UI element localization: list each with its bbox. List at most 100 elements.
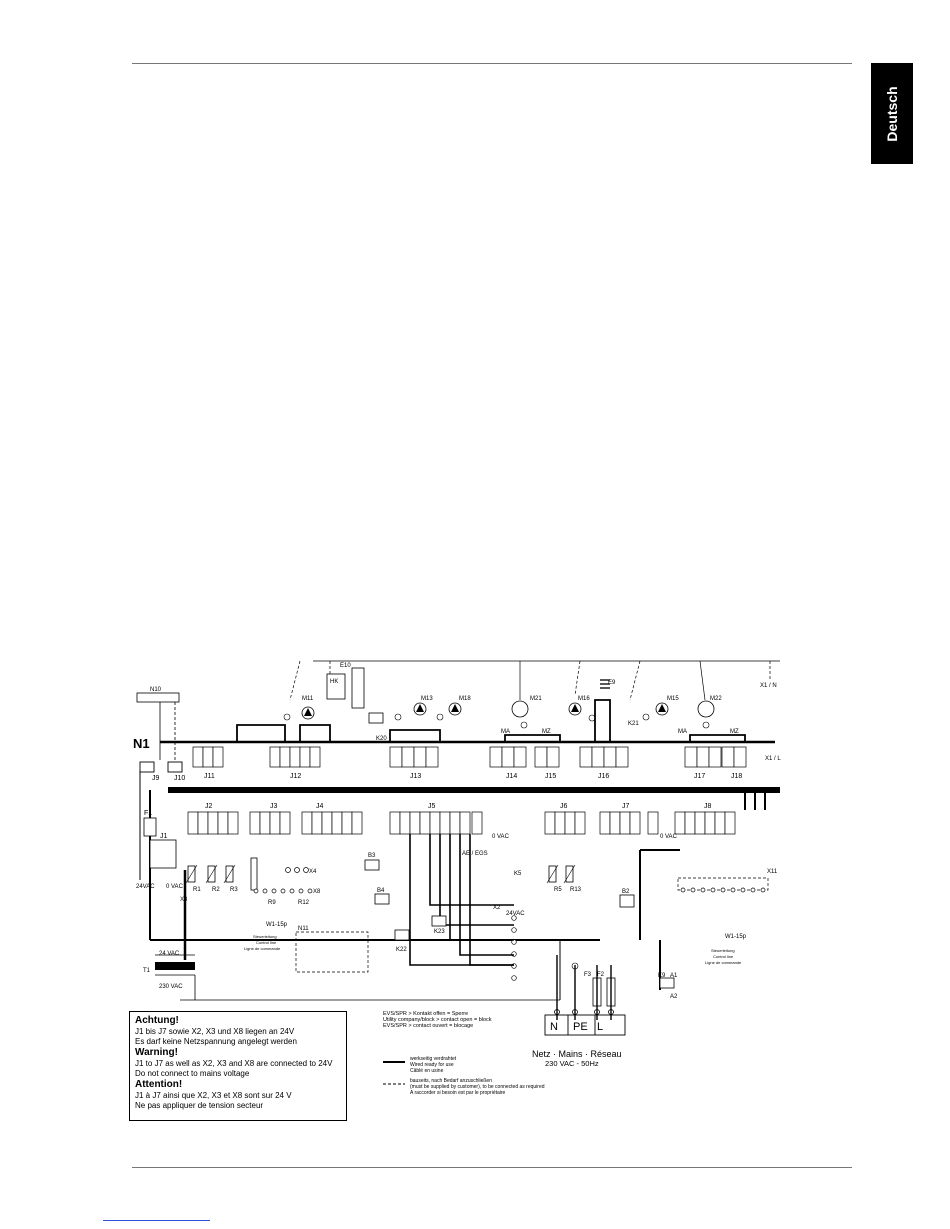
k20-label: K20 xyxy=(376,736,387,742)
v-24vac-3: 24VAC xyxy=(506,911,525,917)
j14-label: J14 xyxy=(506,773,517,780)
warning-en-line2: Do not connect to mains voltage xyxy=(135,1069,250,1078)
mz-label-1: MZ xyxy=(542,729,551,735)
f3-label: F3 xyxy=(584,972,592,978)
ae-egs-label: AE / EGS xyxy=(462,851,488,857)
m11-label: M11 xyxy=(302,696,314,702)
j18-label: J18 xyxy=(731,773,742,780)
legend-solid-2: Wired ready for use xyxy=(410,1062,454,1068)
j9-label: J9 xyxy=(152,775,160,782)
warning-box: Achtung! J1 bis J7 sowie X2, X3 und X8 l… xyxy=(129,1011,347,1121)
legend-dashed-2: (must be supplied by customer), to be co… xyxy=(410,1084,545,1090)
e9-label: E9 xyxy=(608,680,616,686)
evs-note-3: EVS/SPR > contact ouvert = blocage xyxy=(383,1023,473,1029)
m22-label: M22 xyxy=(710,696,722,702)
x1l-label: X1 / L xyxy=(765,756,781,762)
evs-note-2: Utility company/block > contact open = b… xyxy=(383,1017,492,1023)
r5-label: R5 xyxy=(554,887,562,893)
j2-label: J2 xyxy=(205,803,213,810)
mains-terminal-pe: PE xyxy=(573,1021,588,1033)
a1-label: A1 xyxy=(670,973,678,979)
r3-label: R3 xyxy=(230,887,238,893)
language-tab: Deutsch xyxy=(871,63,913,164)
r13-label: R13 xyxy=(570,887,582,893)
f2-label: F2 xyxy=(597,972,605,978)
b3-label: B3 xyxy=(368,853,376,859)
j16-label: J16 xyxy=(598,773,609,780)
warning-fr-heading: Attention! xyxy=(135,1079,183,1090)
w1-15p-left: W1-15p xyxy=(266,922,288,928)
warning-en-line1: J1 to J7 as well as X2, X3 and X8 are co… xyxy=(135,1059,333,1068)
r12-label: R12 xyxy=(298,900,310,906)
t1-label: T1 xyxy=(143,968,151,974)
j8-label: J8 xyxy=(704,803,712,810)
top-rule xyxy=(132,63,852,64)
warning-en-heading: Warning! xyxy=(135,1047,178,1058)
control-line-left-3: Ligne de commande xyxy=(244,946,281,951)
warning-de-heading: Achtung! xyxy=(135,1015,179,1026)
k9-label: K9 xyxy=(658,973,666,979)
evs-note-1: EVS/SPR > Kontakt offen = Sperre xyxy=(383,1011,468,1017)
control-line-right-3: Ligne de commande xyxy=(705,960,742,965)
x3-label: X3 xyxy=(180,897,188,903)
r1-label: R1 xyxy=(193,887,201,893)
m13-label: M13 xyxy=(421,696,433,702)
j3-label: J3 xyxy=(270,803,278,810)
j17-label: J17 xyxy=(694,773,705,780)
bottom-link-underline xyxy=(103,1220,210,1221)
a2-label: A2 xyxy=(670,994,678,1000)
j11-label: J11 xyxy=(204,773,215,780)
control-line-right-2: Control line xyxy=(713,954,734,959)
e10-label: E10 xyxy=(340,663,351,669)
x4-label: X4 xyxy=(309,869,317,875)
warning-de-line2: Es darf keine Netzspannung angelegt werd… xyxy=(135,1037,297,1046)
m18-label: M18 xyxy=(459,696,471,702)
w1-15p-right: W1-15p xyxy=(725,934,747,940)
j5-label: J5 xyxy=(428,803,436,810)
m16-label: M16 xyxy=(578,696,590,702)
x8-label: X8 xyxy=(313,889,321,895)
control-line-left-2: Control line xyxy=(256,940,277,945)
x1n-label: X1 / N xyxy=(760,683,777,689)
b2-label: B2 xyxy=(622,889,630,895)
j10-label: J10 xyxy=(174,775,185,782)
bottom-rule xyxy=(132,1167,852,1168)
v-24vac-2: 24 VAC xyxy=(159,951,180,957)
j12-label: J12 xyxy=(290,773,301,780)
mains-terminal-n: N xyxy=(550,1021,558,1033)
x11-label: X11 xyxy=(767,869,778,875)
n11-label: N11 xyxy=(298,926,309,932)
legend-dashed-3: A raccorder si besoin est par le proprié… xyxy=(410,1090,506,1096)
v-24vac-1: 24VAC xyxy=(136,884,155,890)
control-line-right-1: Steuerleitung xyxy=(711,948,735,953)
ma-label-1: MA xyxy=(501,729,510,735)
control-line-left-1: Steuerleitung xyxy=(253,934,277,939)
v-0vac-3: 0 VAC xyxy=(660,834,678,840)
mains-terminal-l: L xyxy=(597,1021,603,1033)
v-0vac-1: 0 VAC xyxy=(166,884,184,890)
j4-label: J4 xyxy=(316,803,324,810)
r2-label: R2 xyxy=(212,887,220,893)
warning-fr-line1: J1 à J7 ainsi que X2, X3 et X8 sont sur … xyxy=(135,1091,292,1100)
legend-dashed-1: bauseits, nach Bedarf anzuschließen xyxy=(410,1078,492,1084)
m15-label: M15 xyxy=(667,696,679,702)
warning-de-line1: J1 bis J7 sowie X2, X3 und X8 liegen an … xyxy=(135,1027,295,1036)
j13-label: J13 xyxy=(410,773,421,780)
mains-line1: Netz · Mains · Réseau xyxy=(532,1049,622,1059)
k21-label: K21 xyxy=(628,721,639,727)
warning-fr-line2: Ne pas appliquer de tension secteur xyxy=(135,1101,264,1110)
x2-label: X2 xyxy=(493,905,501,911)
v-0vac-2: 0 VAC xyxy=(492,834,510,840)
j15-label: J15 xyxy=(545,773,556,780)
k5-label: K5 xyxy=(514,871,522,877)
n10-label: N10 xyxy=(150,687,162,693)
hk-label: HK xyxy=(330,679,338,685)
j7-label: J7 xyxy=(622,803,630,810)
f1-label: F1 xyxy=(144,810,152,817)
j6-label: J6 xyxy=(560,803,568,810)
k23-label: K23 xyxy=(434,929,445,935)
n1-label: N1 xyxy=(133,736,150,751)
mains-line2: 230 VAC - 50Hz xyxy=(545,1059,599,1068)
ma-label-2: MA xyxy=(678,729,687,735)
